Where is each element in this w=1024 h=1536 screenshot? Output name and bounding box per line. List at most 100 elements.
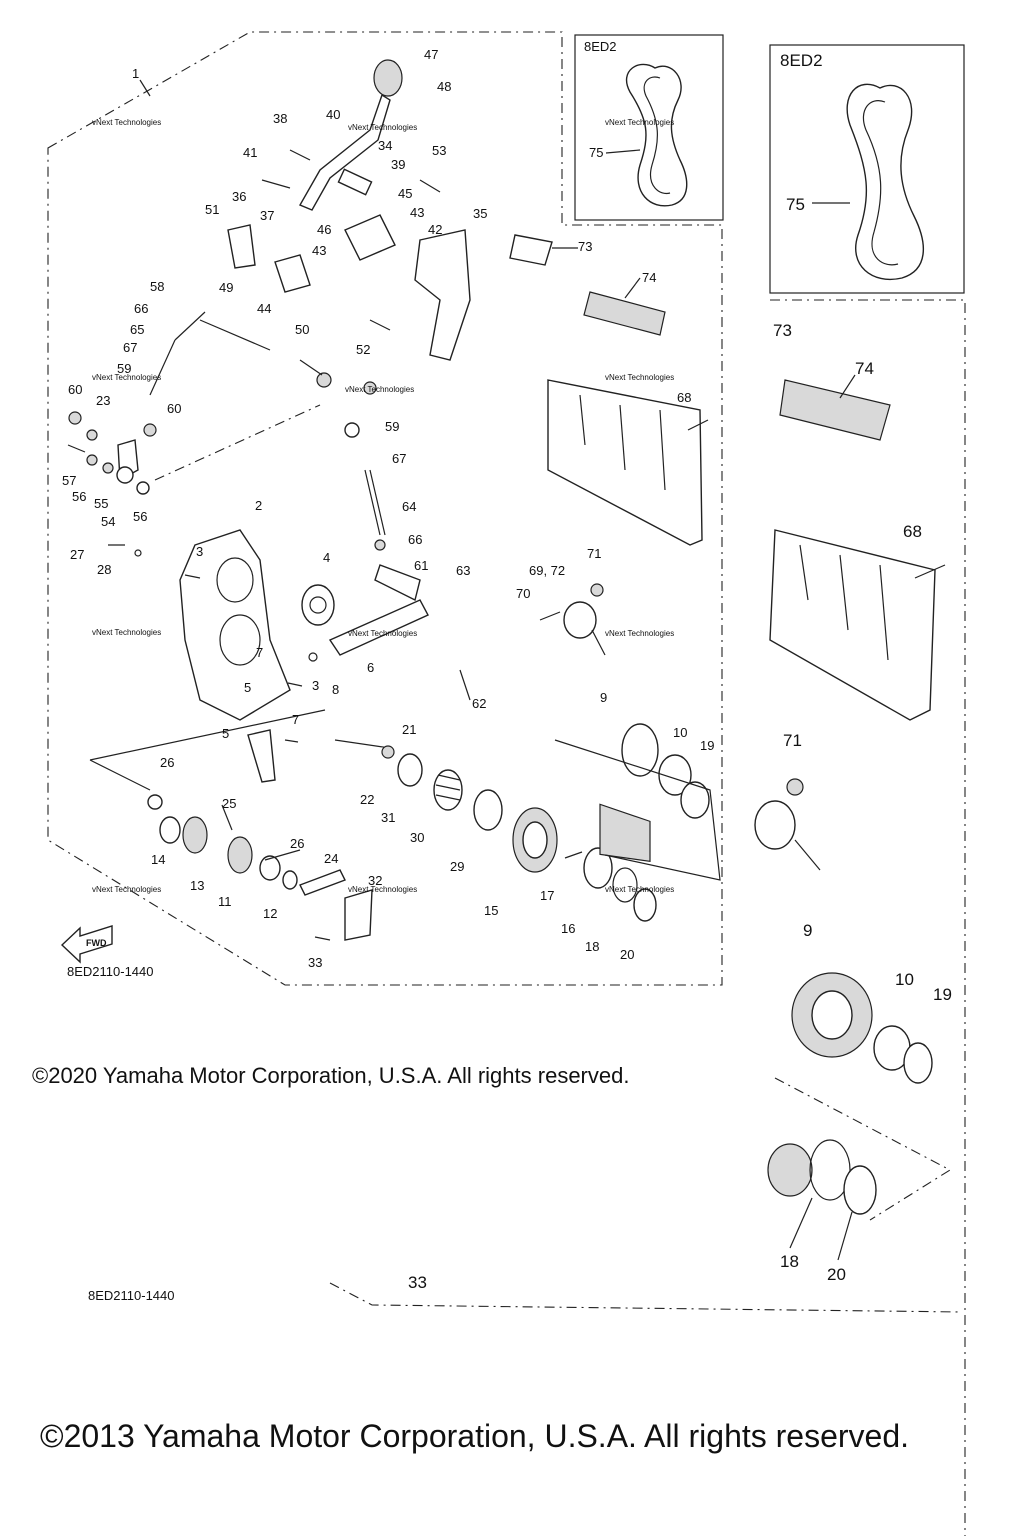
part-number-right: 68 [903, 522, 922, 541]
part-number-right: 18 [780, 1252, 799, 1271]
part-number: 7 [292, 712, 299, 727]
part-number: 12 [263, 906, 277, 921]
fwd-arrow-icon: FWD [60, 925, 113, 964]
part-number: 28 [97, 562, 111, 577]
part-number: 21 [402, 722, 416, 737]
sensor-wire [591, 629, 606, 656]
watermark: vNext Technologies [348, 123, 417, 132]
part-number: 64 [402, 499, 416, 514]
part-number: 36 [232, 189, 246, 204]
inset-box [574, 34, 724, 221]
part-number: 31 [381, 810, 395, 825]
pivot-part [116, 466, 134, 484]
part-number: 75 [589, 145, 603, 160]
flap-rib-3 [659, 409, 666, 491]
bolt-part-2 [261, 179, 291, 189]
pin-part-5 [184, 574, 201, 579]
seal-part [301, 584, 335, 626]
washer-part-9 [282, 870, 298, 890]
part-number: 60 [68, 382, 82, 397]
guide-line [154, 404, 321, 481]
washer-part-3 [102, 462, 114, 474]
part-number: 14 [151, 852, 165, 867]
bracket-part-2 [344, 889, 373, 941]
part-number: 13 [190, 878, 204, 893]
nut-part [316, 372, 332, 388]
part-number: 2 [255, 498, 262, 513]
part-number: 4 [323, 550, 330, 565]
bottom-outline [329, 1282, 963, 1313]
label-part-large [779, 379, 891, 441]
watermark: vNext Technologies [92, 885, 161, 894]
part-number: 69, 72 [529, 563, 565, 578]
assembly-outline [47, 31, 723, 986]
leader-line-75 [605, 149, 641, 154]
flap-part-large [769, 529, 936, 721]
part-number: 17 [540, 888, 554, 903]
bolt-part-3 [419, 179, 441, 193]
washer-part-8 [147, 794, 163, 810]
rivet-part-large [914, 564, 946, 579]
washer-part-4 [136, 481, 150, 495]
part-number: 29 [450, 859, 464, 874]
watermark: vNext Technologies [348, 629, 417, 638]
nut-part-3 [374, 539, 386, 551]
part-number: 71 [587, 546, 601, 561]
part-number: 20 [620, 947, 634, 962]
part-number: 23 [96, 393, 110, 408]
fwd-label: FWD [86, 938, 107, 948]
watermark: vNext Technologies [605, 118, 674, 127]
part-number: 48 [437, 79, 451, 94]
bolt-part-8 [334, 739, 391, 749]
part-number: 70 [516, 586, 530, 601]
knob-part [373, 59, 403, 97]
tensioner-part [247, 729, 276, 783]
part-number: 16 [561, 921, 575, 936]
part-number: 37 [260, 208, 274, 223]
part-number-right: 74 [855, 359, 874, 378]
part-number: 58 [150, 279, 164, 294]
part-number: 45 [398, 186, 412, 201]
leader-line [299, 359, 323, 376]
sensor-part [563, 601, 597, 639]
washer-part-2 [86, 454, 98, 466]
shaft-part [299, 869, 346, 896]
collar-part-2 [259, 855, 281, 881]
bolt-part-9 [564, 851, 583, 859]
drive-belt-inner-large [862, 100, 899, 266]
mount-part [274, 254, 311, 293]
rod-end-part [174, 311, 206, 341]
shaft-arm-part [328, 599, 429, 656]
part-number: 9 [600, 690, 607, 705]
inset-box-right [769, 44, 965, 294]
watermark: vNext Technologies [348, 885, 417, 894]
seal-inner [309, 596, 327, 614]
leader-line-2 [199, 319, 271, 351]
leader-line-18r [789, 1197, 813, 1249]
part-number: 43 [410, 205, 424, 220]
part-number: 55 [94, 496, 108, 511]
drive-belt-shape [625, 63, 688, 207]
part-number: 42 [428, 222, 442, 237]
washer-part-6 [381, 745, 395, 759]
part-number: 39 [391, 157, 405, 172]
part-number: 18 [585, 939, 599, 954]
part-number: 27 [70, 547, 84, 562]
part-number: 66 [134, 301, 148, 316]
copyright-small: ©2020 Yamaha Motor Corporation, U.S.A. A… [32, 1063, 630, 1088]
part-number: 22 [360, 792, 374, 807]
case-opening [216, 557, 254, 603]
inset-label: 8ED2 [584, 39, 617, 54]
part-number: 53 [432, 143, 446, 158]
threaded-rod-edge [369, 469, 386, 536]
part-number: 46 [317, 222, 331, 237]
watermark: vNext Technologies [92, 373, 161, 382]
bolt-part-10 [221, 804, 233, 831]
chain-case-part [179, 529, 291, 721]
figure-code: 8ED2110-1440 [67, 964, 154, 979]
part-number: 8 [332, 682, 339, 697]
clip-part [227, 224, 256, 269]
inset-label-right: 8ED2 [780, 51, 823, 70]
assembly-label: 1 [132, 66, 139, 81]
